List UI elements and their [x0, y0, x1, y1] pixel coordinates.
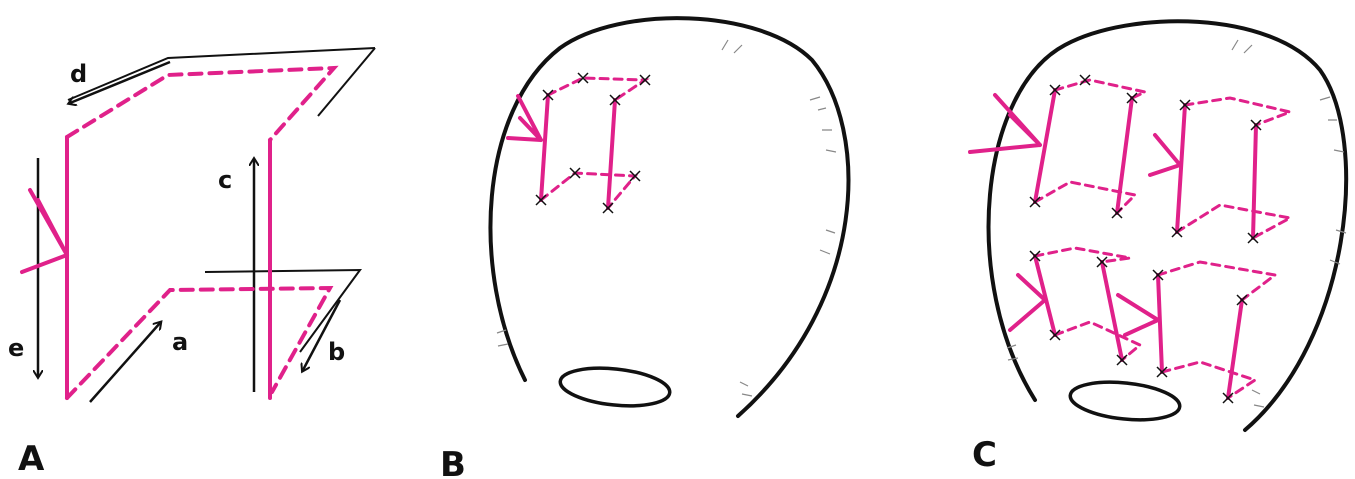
head-outline-b	[490, 18, 848, 416]
panel-b: B	[440, 18, 848, 479]
panel-label-b: B	[440, 445, 466, 479]
arrow-label-b: b	[328, 338, 345, 366]
suture-path-b	[508, 78, 645, 208]
arrow-label-a: a	[172, 328, 188, 356]
head-outline-c	[989, 21, 1347, 430]
panel-a: d e c a b A	[8, 48, 375, 479]
knot-marks-c	[1030, 75, 1261, 403]
arrow-label-c: c	[218, 166, 232, 194]
arrow-label-e: e	[8, 334, 24, 362]
panel-label-a: A	[18, 439, 45, 479]
flap-outlines	[68, 48, 375, 352]
panel-label-c: C	[972, 435, 997, 475]
panel-c: C	[970, 21, 1346, 475]
arrow-label-d: d	[70, 60, 87, 88]
suture-path-c	[970, 80, 1290, 398]
